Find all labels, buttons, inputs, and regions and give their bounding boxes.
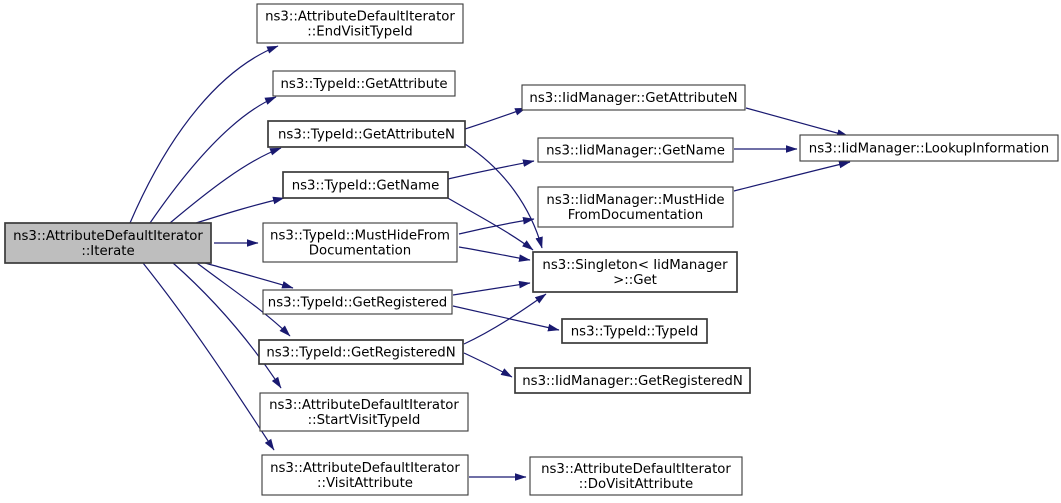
node-iid-get-name[interactable]: ns3::IidManager::GetName bbox=[537, 137, 734, 163]
edge-iterate--typeid-get-attribute-n bbox=[169, 147, 282, 224]
edge-typeid-get-attribute-n--iid-get-attribute-n bbox=[464, 107, 527, 130]
node-box bbox=[514, 367, 751, 394]
node-label-line: ::Iterate bbox=[81, 244, 134, 259]
edge-iid-get-attribute-n--lookup-information bbox=[745, 107, 849, 137]
node-do-visit-attribute[interactable]: ns3::AttributeDefaultIterator::DoVisitAt… bbox=[529, 456, 743, 496]
edges-layer bbox=[129, 45, 851, 481]
edge-iterate--typeid-get-name bbox=[195, 196, 285, 224]
node-box bbox=[537, 186, 734, 228]
node-iid-must-hide[interactable]: ns3::IidManager::MustHideFromDocumentati… bbox=[537, 186, 734, 228]
node-label-line: ns3::TypeId::GetRegisteredN bbox=[266, 346, 455, 361]
node-label-line: ::StartVisitTypeId bbox=[308, 413, 421, 428]
node-label-line: ns3::AttributeDefaultIterator bbox=[265, 10, 455, 25]
node-box bbox=[272, 70, 456, 97]
node-box bbox=[537, 137, 734, 163]
node-label-line: Documentation bbox=[309, 244, 412, 259]
edge-iterate--typeid-get-registered-n bbox=[196, 262, 291, 337]
edge-iterate--start-visit-type-id bbox=[172, 262, 282, 389]
edge-typeid-get-name--iid-get-name bbox=[447, 159, 535, 180]
node-label-line: ns3::TypeId::TypeId bbox=[571, 325, 699, 340]
node-box bbox=[267, 120, 466, 148]
node-label-line: ns3::IidManager::GetAttributeN bbox=[529, 91, 737, 106]
edge-iterate--typeid-get-attribute bbox=[149, 96, 277, 224]
node-typeid-get-attribute-n[interactable]: ns3::TypeId::GetAttributeN bbox=[267, 120, 466, 148]
node-box bbox=[261, 454, 469, 496]
node-label-line: ns3::IidManager::LookupInformation bbox=[809, 142, 1049, 157]
node-label-line: ::EndVisitTypeId bbox=[307, 25, 412, 40]
node-label-line: ns3::AttributeDefaultIterator bbox=[541, 462, 731, 477]
edge-typeid-must-hide--iid-must-hide bbox=[458, 216, 535, 235]
node-label-line: ::VisitAttribute bbox=[317, 476, 413, 491]
node-box bbox=[532, 251, 738, 293]
node-box bbox=[256, 3, 464, 44]
node-label-line: ns3::TypeId::GetAttribute bbox=[280, 77, 447, 92]
node-box bbox=[259, 392, 469, 432]
node-end-visit-type-id[interactable]: ns3::AttributeDefaultIterator::EndVisitT… bbox=[256, 3, 464, 44]
node-label-line: ns3::TypeId::MustHideFrom bbox=[270, 229, 450, 244]
node-box bbox=[799, 134, 1059, 162]
node-box bbox=[258, 339, 464, 365]
node-box bbox=[561, 318, 708, 344]
edge-typeid-get-registered-n--singleton-get bbox=[463, 293, 547, 345]
edge-typeid-get-attribute-n--singleton-get bbox=[464, 143, 543, 249]
edge-typeid-get-registered--typeid-typeid bbox=[452, 305, 560, 332]
node-typeid-typeid[interactable]: ns3::TypeId::TypeId bbox=[561, 318, 708, 344]
node-lookup-information[interactable]: ns3::IidManager::LookupInformation bbox=[799, 134, 1059, 162]
node-label-line: >::Get bbox=[613, 273, 657, 288]
node-label-line: ns3::TypeId::GetAttributeN bbox=[278, 128, 455, 143]
edge-iterate--end-visit-type-id bbox=[129, 45, 279, 224]
nodes-layer: ns3::AttributeDefaultIterator::Iteratens… bbox=[4, 3, 1059, 496]
edge-iterate--visit-attribute bbox=[142, 262, 275, 451]
node-label-line: ns3::AttributeDefaultIterator bbox=[13, 229, 203, 244]
edge-typeid-get-name--singleton-get bbox=[445, 196, 534, 251]
edge-typeid-get-registered--singleton-get bbox=[452, 280, 531, 296]
node-iterate[interactable]: ns3::AttributeDefaultIterator::Iterate bbox=[4, 222, 212, 264]
node-typeid-get-registered[interactable]: ns3::TypeId::GetRegistered bbox=[262, 289, 453, 315]
node-label-line: ns3::TypeId::GetName bbox=[292, 179, 440, 194]
node-typeid-get-registered-n[interactable]: ns3::TypeId::GetRegisteredN bbox=[258, 339, 464, 365]
node-box bbox=[262, 222, 458, 263]
node-typeid-get-name[interactable]: ns3::TypeId::GetName bbox=[282, 171, 449, 199]
node-box bbox=[521, 84, 746, 111]
node-label-line: ::DoVisitAttribute bbox=[579, 477, 693, 492]
node-label-line: ns3::IidManager::GetName bbox=[546, 144, 725, 159]
node-box bbox=[282, 171, 449, 199]
edge-iterate--typeid-get-registered bbox=[204, 262, 294, 289]
edge-iid-must-hide--lookup-information bbox=[733, 160, 851, 192]
node-label-line: ns3::AttributeDefaultIterator bbox=[270, 461, 460, 476]
node-box bbox=[529, 456, 743, 496]
node-box bbox=[262, 289, 453, 315]
node-visit-attribute[interactable]: ns3::AttributeDefaultIterator::VisitAttr… bbox=[261, 454, 469, 496]
node-start-visit-type-id[interactable]: ns3::AttributeDefaultIterator::StartVisi… bbox=[259, 392, 469, 432]
node-label-line: FromDocumentation bbox=[568, 208, 703, 223]
node-iid-get-registered-n[interactable]: ns3::IidManager::GetRegisteredN bbox=[514, 367, 751, 394]
node-label-line: ns3::AttributeDefaultIterator bbox=[269, 398, 459, 413]
edge-typeid-must-hide--singleton-get bbox=[458, 246, 531, 262]
node-label-line: ns3::IidManager::GetRegisteredN bbox=[522, 374, 743, 389]
node-iid-get-attribute-n[interactable]: ns3::IidManager::GetAttributeN bbox=[521, 84, 746, 111]
node-label-line: ns3::Singleton< IidManager bbox=[542, 258, 728, 273]
node-singleton-get[interactable]: ns3::Singleton< IidManager>::Get bbox=[532, 251, 738, 293]
node-box bbox=[4, 222, 212, 264]
node-label-line: ns3::IidManager::MustHide bbox=[546, 193, 724, 208]
edge-typeid-get-registered-n--iid-get-registered-n bbox=[463, 352, 513, 378]
node-typeid-get-attribute[interactable]: ns3::TypeId::GetAttribute bbox=[272, 70, 456, 97]
node-label-line: ns3::TypeId::GetRegistered bbox=[268, 296, 447, 311]
